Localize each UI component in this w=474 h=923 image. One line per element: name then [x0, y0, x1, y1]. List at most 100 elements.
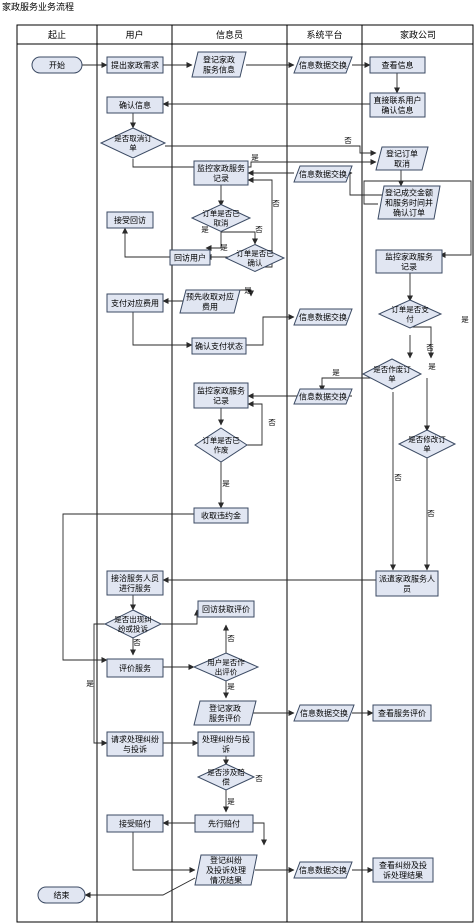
node-text: 订单是否已	[202, 208, 240, 218]
node-text: 用户是否作	[207, 657, 245, 667]
node-text: 诉处理结果	[383, 870, 423, 880]
yes-label: 是	[332, 368, 340, 377]
node-text: 信息数据交换	[299, 312, 347, 322]
node-text: 登记订单	[386, 148, 418, 158]
no-label: 否	[427, 509, 435, 518]
data-exchange: 信息数据交换	[293, 704, 355, 722]
node-text: 确认信息	[382, 105, 414, 115]
node-text: 订单是否已	[236, 248, 274, 258]
process-box: 回访用户	[169, 249, 211, 266]
yes-label: 是	[220, 243, 228, 252]
node-text: 结束	[54, 890, 70, 900]
node-text: 服务信息	[203, 64, 235, 74]
node-text: 情况结果	[210, 875, 242, 885]
node-text: 记录	[213, 396, 229, 405]
connector	[93, 623, 108, 746]
no-label: 否	[344, 136, 352, 145]
node-text: 确认支付状态	[195, 341, 243, 351]
no-label: 否	[255, 225, 263, 234]
node-text: 信息数据交换	[299, 865, 347, 875]
node-text: 登记家政	[209, 703, 241, 713]
node-text: 信息数据交换	[299, 391, 347, 401]
node-text: 接受回访	[114, 215, 146, 225]
connector	[246, 401, 263, 446]
node-text: 信息数据交换	[300, 708, 348, 718]
node-text: 直接联系用户	[374, 95, 422, 105]
process-box: 接受赔付	[106, 814, 164, 833]
connector	[132, 312, 193, 348]
node-text: 登记纠纷	[210, 855, 242, 865]
node-text: 评价服务	[119, 663, 151, 673]
node-text: 服务评价	[209, 713, 241, 723]
node-text: 单	[129, 142, 137, 152]
no-label: 否	[255, 774, 263, 783]
yes-label: 是	[227, 682, 235, 691]
node-text: 登记家政	[203, 54, 235, 64]
node-text: 监控家政服务	[385, 251, 433, 261]
lane-header: 用户	[125, 29, 143, 41]
connector	[253, 822, 267, 846]
connector	[165, 145, 377, 156]
connector	[205, 232, 222, 251]
connector	[132, 159, 377, 168]
process-box: 确认信息	[106, 96, 164, 114]
node-text: 监控家政服务	[197, 163, 245, 173]
node-text: 是否修改订	[408, 434, 446, 444]
no-label: 否	[394, 473, 402, 482]
node-text: 偿	[222, 776, 230, 786]
process-box: 回访获取评价	[197, 600, 255, 618]
node-text: 与投诉	[123, 744, 147, 754]
node-text: 付	[406, 313, 414, 323]
node-text: 单	[423, 443, 431, 453]
node-text: 查看信息	[382, 60, 414, 70]
yes-label: 是	[201, 225, 209, 234]
yes-label: 是	[86, 679, 94, 688]
process-box: 查看服务评价	[372, 704, 432, 722]
process-box: 先行赔付	[194, 814, 254, 833]
process-box: 支付对应费用	[106, 293, 164, 313]
node-text: 回访用户	[174, 252, 206, 262]
process-box: 接受回访	[106, 211, 154, 229]
node-text: 确认订单	[393, 207, 425, 217]
process-box: 提出家政需求	[106, 56, 164, 74]
node-text: 信息数据交换	[299, 169, 347, 179]
no-label: 否	[272, 199, 280, 208]
node-text: 处理纠纷与投	[202, 734, 250, 744]
data-exchange: 信息数据交换	[293, 308, 353, 326]
node-text: 登记成交金额	[385, 187, 433, 197]
lane-header: 家政公司	[400, 29, 436, 41]
connector	[84, 877, 196, 898]
node-text: 查看纠纷及投	[379, 860, 427, 870]
lane-header: 系统平台	[306, 29, 342, 41]
lane-header: 信息员	[216, 29, 243, 41]
node-text: 请求处理纠纷	[111, 734, 159, 744]
yes-label: 是	[461, 315, 469, 324]
node-text: 记录	[401, 262, 417, 271]
node-text: 费用	[202, 301, 218, 311]
process-box: 评价服务	[106, 658, 164, 678]
node-text: 支付对应费用	[111, 298, 159, 308]
node-text: 是否出现纠	[114, 614, 152, 624]
no-label: 否	[133, 638, 141, 647]
connector	[160, 609, 200, 625]
node-text: 出评价	[215, 666, 238, 676]
end-terminator: 结束	[37, 886, 86, 904]
